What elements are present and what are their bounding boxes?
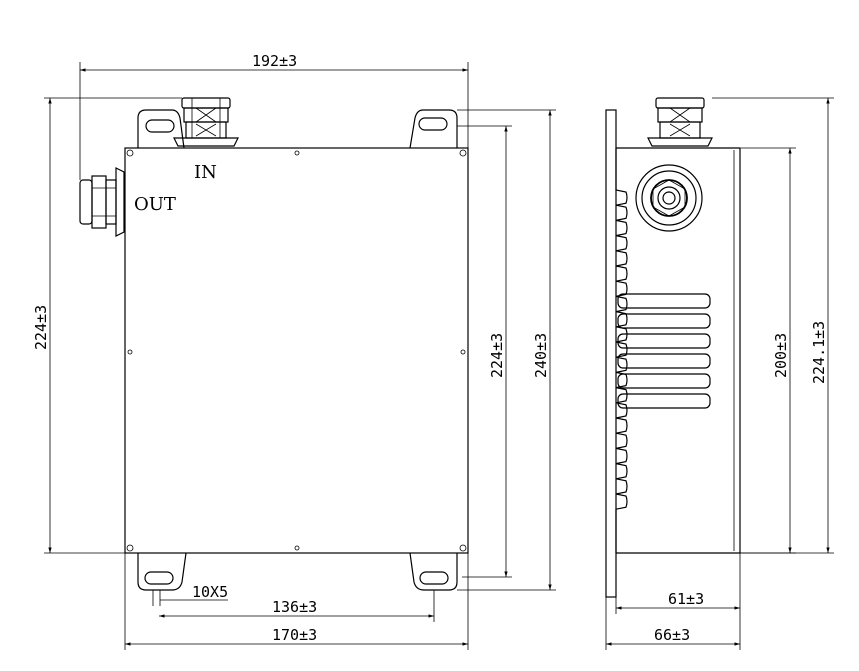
side-dimensions: 200±3 224.1±3 61±3 66±3: [605, 97, 834, 650]
side-flange: [605, 109, 617, 598]
side-vent-slots: [617, 293, 711, 409]
vent-slot: [617, 333, 711, 349]
corner-screws: [126, 149, 467, 552]
side-body: [615, 148, 628, 553]
side-connector: [635, 164, 703, 232]
vent-slot: [617, 393, 711, 409]
top-mounting-ears: [137, 109, 458, 149]
dim-inner-height: 224±3: [488, 333, 506, 378]
front-dimensions: 192±3 224±3 224±3 240±3 10X5 136±3 170±3: [32, 52, 556, 650]
vent-slot: [617, 353, 711, 369]
dim-bottom-width: 170±3: [272, 626, 317, 644]
front-view: IN OUT: [79, 97, 469, 591]
vent-slot: [617, 373, 711, 389]
front-body: [124, 147, 469, 554]
dim-top-width: 192±3: [252, 52, 297, 70]
vent-slot: [617, 313, 711, 329]
dim-slot: 10X5: [192, 583, 228, 601]
dim-side-depth-outer: 66±3: [654, 626, 690, 644]
dim-side-depth-inner: 61±3: [668, 590, 704, 608]
vent-slot: [617, 293, 711, 309]
dim-hole-spacing: 136±3: [272, 598, 317, 616]
dim-side-inner-height: 200±3: [772, 333, 790, 378]
dim-left-height: 224±3: [32, 305, 50, 350]
bottom-mounting-ears: [137, 552, 458, 591]
dim-outer-height: 240±3: [532, 333, 550, 378]
in-label: IN: [194, 162, 217, 183]
in-connector: [173, 97, 239, 147]
side-view: [605, 97, 741, 598]
side-top-connector: [647, 97, 713, 147]
dim-side-outer-height: 224.1±3: [810, 321, 828, 384]
out-connector: [79, 167, 125, 237]
out-label: OUT: [134, 194, 176, 215]
